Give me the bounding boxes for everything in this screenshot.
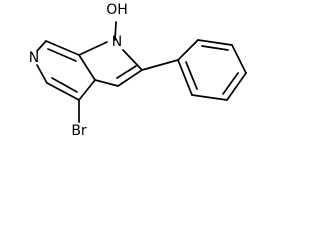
pyridine-ring-bonds [36,40,96,101]
bond-c7-c7-double [47,48,77,62]
pyrrole-ring-bonds [78,41,143,87]
bond-ph4-ph5-double [222,72,239,95]
phenyl-ring-bonds [177,39,247,101]
bond-ph2-ph3-double [201,45,229,51]
bond-c7a-n1 [78,41,108,56]
bond-c7a-c7 [45,40,80,56]
atom-label-bromine: Br [71,123,87,139]
bond-n1-oh [114,21,117,41]
bond-ph4-ph5 [226,72,247,101]
bond-c5-c4 [46,82,80,101]
chemical-structure-diagram: N N OH Br [29,2,247,139]
atom-label-pyrrole-nitrogen: N [112,34,122,50]
bond-c2-phenyl [141,59,179,71]
bond-c5-c4-double [51,77,78,93]
bond-c7-n6 [36,40,47,52]
substituent-bonds [78,21,179,123]
atom-label-pyridine-nitrogen: N [29,50,39,66]
bond-ph6-ph1 [177,59,193,96]
bond-c4-c3a [78,79,96,101]
bond-ph5-ph6 [191,94,228,101]
bond-ph3-ph4 [231,44,247,74]
bond-c3-c3a [94,79,119,87]
bond-ph6-ph1-double [185,61,198,90]
bond-ph2-ph3 [197,39,233,46]
bond-c2-c3 [117,69,143,87]
bond-c3a-c7a [78,54,96,81]
bond-c2-c3-double [116,65,137,79]
bond-n6-c5 [36,64,48,84]
atom-label-hydroxyl: OH [106,2,128,18]
bond-n1-c2 [122,49,143,71]
bond-ph1-ph2 [177,39,199,61]
